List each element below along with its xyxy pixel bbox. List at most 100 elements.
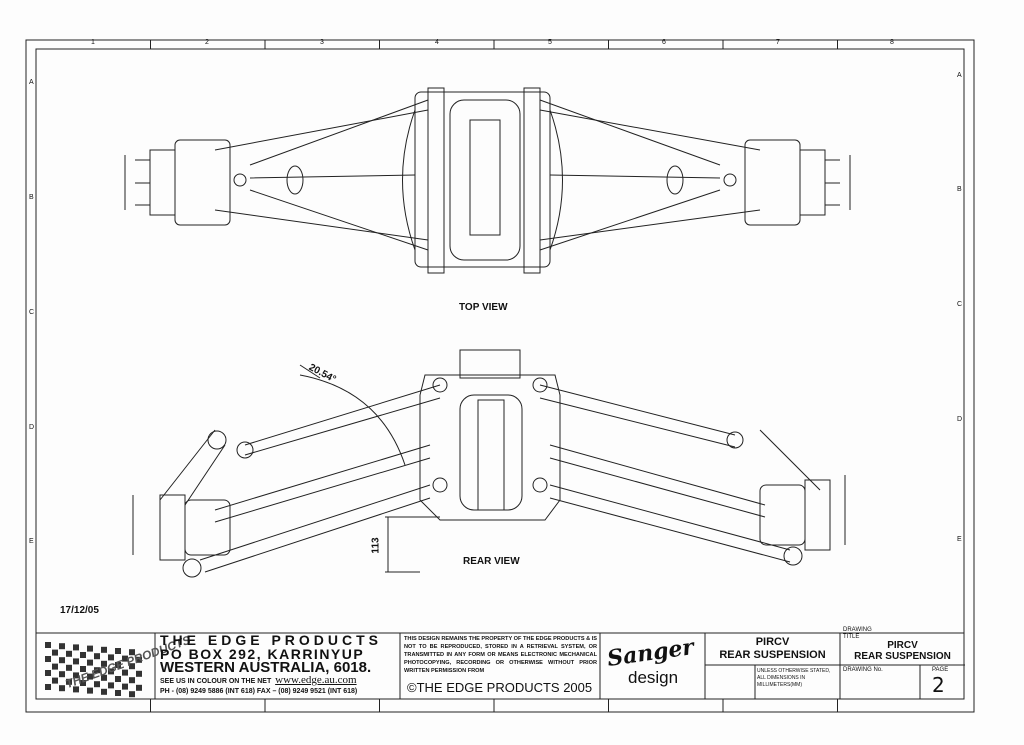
checker-square: [80, 652, 86, 658]
checker-square: [136, 670, 142, 677]
height-dimension-lines: [385, 516, 440, 573]
title-line-2: REAR SUSPENSION: [719, 649, 826, 661]
units-note: UNLESS OTHERWISE STATED, ALL DIMENSIONS …: [757, 668, 831, 688]
drawing-date: 17/12/05: [60, 605, 99, 616]
row-label: B: [957, 186, 962, 193]
right-hub: [799, 149, 826, 216]
company-info: THE EDGE PRODUCTS PO BOX 292, KARRINYUP …: [160, 633, 382, 696]
rear-diff-housing: [419, 374, 561, 521]
brake-disc: [469, 119, 501, 236]
diff-housing: [414, 91, 551, 268]
title-block-frame: [35, 632, 965, 700]
company-address-2: WESTERN AUSTRALIA, 6018.: [160, 659, 372, 676]
left-upright: [174, 139, 231, 226]
title-line-1: PIRCV: [755, 636, 790, 648]
drawing-title-label: DRAWING TITLE: [843, 627, 872, 640]
column-labels: 1 2 3 4 5 6 7 8: [36, 39, 964, 50]
row-label: A: [29, 79, 34, 86]
checker-square: [94, 667, 100, 674]
column-label: 5: [548, 39, 552, 46]
copyright-notice: THIS DESIGN REMAINS THE PROPERTY OF THE …: [404, 636, 597, 674]
checker-square: [129, 649, 135, 656]
row-label: D: [29, 424, 35, 431]
checker-square: [73, 672, 79, 679]
checker-square: [66, 664, 72, 671]
web-prompt: SEE US IN COLOUR ON THE NET: [160, 678, 272, 685]
company-phone: PH - (08) 9249 5886 (INT 618) FAX – (08)…: [160, 688, 358, 695]
column-label: 4: [435, 39, 439, 46]
left-hub: [149, 149, 176, 216]
checker-square: [94, 653, 100, 660]
page-number: 2: [932, 673, 945, 697]
checker-square: [45, 670, 51, 676]
checker-square: [108, 654, 114, 661]
checker-square: [73, 686, 79, 693]
checker-square: [136, 656, 142, 663]
checker-square: [45, 684, 51, 690]
checker-square: [108, 682, 114, 689]
checker-square: [101, 688, 107, 695]
diff-core: [449, 99, 521, 261]
column-label: 1: [91, 39, 95, 46]
checker-square: [94, 681, 100, 688]
designer-logo-sub: design: [628, 668, 679, 687]
website-link[interactable]: www.edge.au.com: [275, 674, 357, 686]
checker-square: [101, 674, 107, 681]
checker-square: [108, 668, 114, 675]
checker-square: [45, 642, 51, 648]
column-label: 3: [320, 39, 324, 46]
column-ticks: [150, 40, 838, 712]
row-label: E: [957, 536, 962, 543]
edge-logo: [45, 642, 142, 698]
checker-square: [101, 646, 107, 653]
checker-square: [122, 655, 128, 662]
checker-square: [45, 656, 51, 662]
column-label: 8: [890, 39, 894, 46]
row-label: E: [29, 538, 34, 545]
right-upright: [744, 139, 801, 226]
drawing-title-line-2: REAR SUSPENSION: [854, 651, 951, 662]
column-label: 2: [205, 39, 209, 46]
checker-square: [59, 643, 65, 650]
column-label: 6: [662, 39, 666, 46]
checker-square: [66, 650, 72, 657]
rear-view: [132, 349, 846, 578]
checker-square: [80, 666, 86, 672]
drawing-title-line-1: PIRCV: [887, 640, 918, 651]
checker-square: [115, 648, 121, 654]
angle-arc: [299, 374, 406, 466]
checker-square: [122, 669, 128, 676]
top-view-label: TOP VIEW: [459, 302, 508, 313]
row-label: B: [29, 194, 34, 201]
mount-right: [523, 87, 541, 274]
row-label: C: [29, 309, 35, 316]
row-label: C: [957, 301, 963, 308]
drawing-no-label: DRAWING No.: [843, 667, 883, 673]
checker-square: [73, 658, 79, 665]
checker-square: [122, 683, 128, 690]
checker-square: [115, 662, 121, 668]
column-label: 7: [776, 39, 780, 46]
checker-square: [87, 659, 93, 666]
checker-square: [66, 678, 72, 685]
checker-square: [52, 677, 58, 684]
rear-view-label: REAR VIEW: [463, 556, 520, 567]
checker-square: [87, 673, 93, 680]
checker-square: [115, 690, 121, 696]
checker-square: [52, 649, 58, 656]
drawing-title-main: PIRCV REAR SUSPENSION: [705, 636, 840, 662]
company-name: THE EDGE PRODUCTS: [160, 632, 383, 648]
checker-square: [59, 657, 65, 664]
drawing-title-value: PIRCV REAR SUSPENSION: [840, 640, 965, 662]
checker-square: [115, 676, 121, 682]
outer-frame: [25, 39, 975, 713]
mount-left: [427, 87, 445, 274]
checker-square: [59, 671, 65, 678]
top-view: [124, 87, 851, 274]
checker-square: [129, 677, 135, 684]
company-address-1: PO BOX 292, KARRINYUP: [160, 646, 365, 662]
height-dimension: 113: [370, 537, 382, 554]
checker-square: [80, 680, 86, 686]
